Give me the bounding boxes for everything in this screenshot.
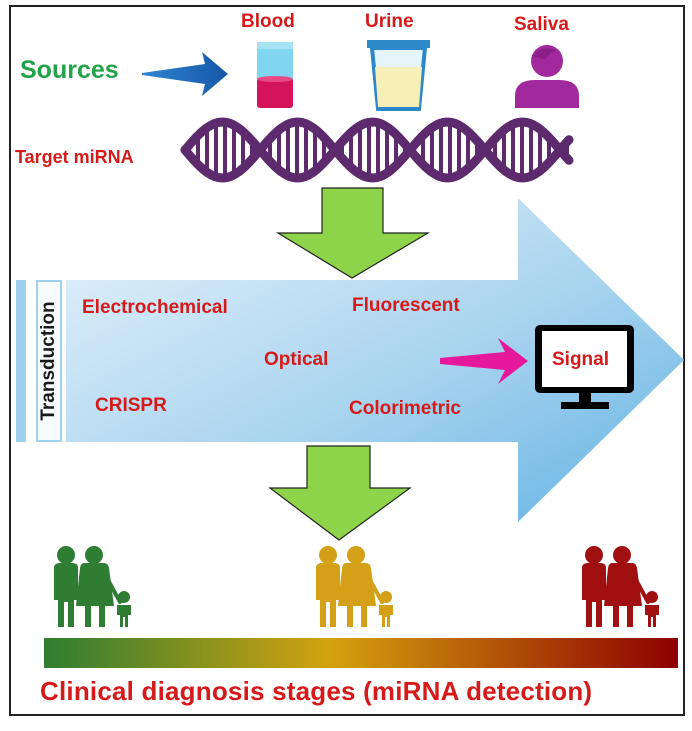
clinical-stages-label: Clinical diagnosis stages (miRNA detecti…: [40, 676, 593, 706]
urine-label: Urine: [365, 11, 414, 32]
method-crispr: CRISPR: [95, 395, 167, 416]
stage-gradient-bar: [44, 638, 678, 668]
blood-tube-icon: [257, 42, 293, 108]
saliva-label: Saliva: [514, 14, 569, 35]
transduction-bar-white: [38, 282, 60, 440]
signal-pointer: [440, 338, 528, 384]
family-icon: [582, 546, 659, 627]
transduction-bar-outer: [16, 280, 26, 442]
target-mirna-label: Target miRNA: [15, 147, 134, 167]
figure-frame: [9, 5, 685, 716]
sources-label: Sources: [20, 56, 119, 84]
person-icon: [515, 45, 579, 108]
transduction-label: Transduction: [38, 301, 59, 421]
method-optical: Optical: [264, 349, 329, 370]
family-icon: [54, 546, 131, 627]
blood-label: Blood: [241, 11, 295, 32]
down-arrow-1: [275, 187, 431, 279]
transduction-arrow: [66, 198, 684, 522]
signal-label: Signal: [552, 349, 610, 370]
method-fluorescent: Fluorescent: [352, 295, 460, 316]
urine-cup-icon: [367, 40, 430, 111]
method-colorimetric: Colorimetric: [349, 398, 461, 419]
family-icon: [316, 546, 393, 627]
rna-helix-icon: [180, 117, 574, 183]
down-arrow-2: [268, 445, 412, 541]
monitor-icon: [535, 325, 634, 409]
method-electrochemical: Electrochemical: [82, 297, 228, 318]
sources-arrow: [142, 52, 228, 96]
